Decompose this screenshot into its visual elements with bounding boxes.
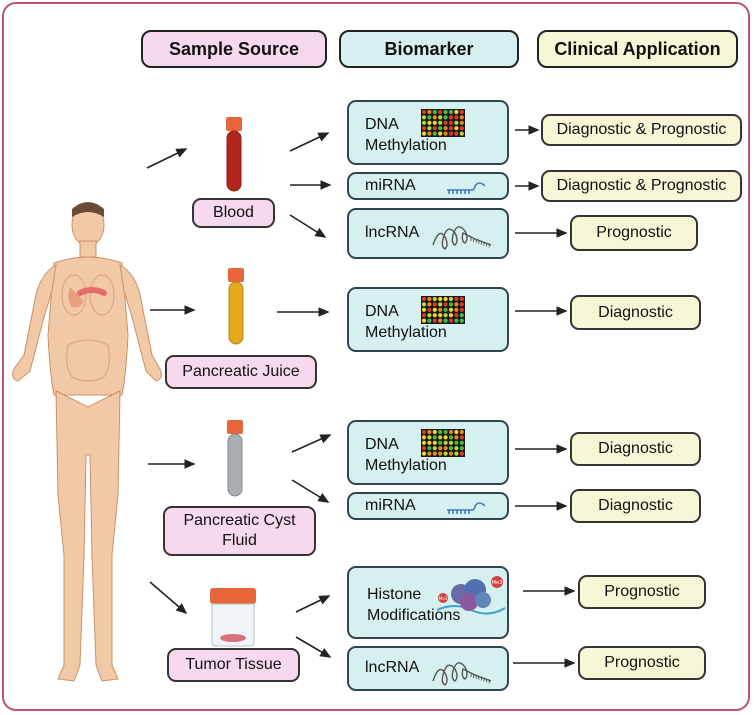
biomarker-label-line1: DNA bbox=[365, 303, 399, 320]
arrow-body-to-tissue bbox=[149, 581, 188, 615]
methylation-array-icon bbox=[421, 296, 465, 324]
lncrna-icon bbox=[432, 226, 492, 250]
biomarker-juice-dna-methylation: DNA Methylation bbox=[347, 287, 509, 352]
biomarker-label-line1: DNA bbox=[365, 436, 399, 453]
application-blood-dna: Diagnostic & Prognostic bbox=[541, 114, 742, 146]
arrow-blood-to-dna bbox=[289, 132, 330, 152]
application-blood-lncrna: Prognostic bbox=[570, 215, 698, 251]
arrow-blood-to-lncrna bbox=[289, 214, 327, 238]
mirna-icon bbox=[447, 502, 486, 514]
biomarker-label: lncRNA bbox=[365, 659, 420, 676]
biomarker-tissue-lncrna: lncRNA bbox=[347, 646, 509, 691]
arrow-cyst-to-dna bbox=[291, 434, 332, 453]
source-blood: Blood bbox=[192, 198, 275, 228]
source-pancreatic-juice: Pancreatic Juice bbox=[165, 355, 317, 389]
human-body-icon bbox=[12, 202, 162, 682]
arrow-tissue-to-histone bbox=[295, 595, 331, 613]
biomarker-blood-mirna: miRNA bbox=[347, 172, 509, 200]
lncrna-icon bbox=[432, 662, 492, 686]
application-tissue-lncrna: Prognostic bbox=[578, 646, 706, 680]
biomarker-label-line1: DNA bbox=[365, 116, 399, 133]
biomarker-label-line2: Methylation bbox=[365, 457, 447, 474]
arrow-tissue-to-lncrna bbox=[295, 636, 332, 658]
histone-badge-text: Me3 bbox=[492, 580, 503, 586]
histone-icon: Me3 Me3 bbox=[436, 576, 506, 615]
blood-tube-icon bbox=[226, 117, 242, 192]
biomarker-label: miRNA bbox=[365, 497, 416, 514]
arrow-body-to-blood bbox=[146, 148, 188, 169]
biomarker-tissue-histone-modifications: Histone Modifications Me3 Me3 bbox=[347, 566, 509, 639]
source-tumor-tissue: Tumor Tissue bbox=[167, 648, 300, 682]
biomarker-blood-dna-methylation: DNA Methylation bbox=[347, 100, 509, 165]
biomarker-label-line2: Methylation bbox=[365, 324, 447, 341]
pancreas-highlight bbox=[77, 287, 107, 296]
biomarker-label-line2: Modifications bbox=[367, 607, 461, 624]
header-biomarker: Biomarker bbox=[339, 30, 519, 68]
application-cyst-dna: Diagnostic bbox=[570, 432, 701, 466]
arrow-cyst-to-mirna bbox=[291, 479, 330, 503]
mirna-icon bbox=[447, 182, 486, 194]
application-juice-dna: Diagnostic bbox=[570, 295, 701, 330]
biomarker-label-line1: Histone bbox=[367, 586, 422, 603]
header-sample-source: Sample Source bbox=[141, 30, 327, 68]
biomarker-label: miRNA bbox=[365, 177, 416, 194]
biomarker-label: lncRNA bbox=[365, 224, 420, 241]
tissue-jar-icon bbox=[210, 588, 256, 647]
biomarker-label-line2: Methylation bbox=[365, 137, 447, 154]
application-tissue-histone: Prognostic bbox=[578, 575, 706, 609]
methylation-array-icon bbox=[421, 109, 465, 137]
source-pancreatic-cyst-fluid: Pancreatic Cyst Fluid bbox=[163, 506, 316, 556]
histone-badge-text: Me3 bbox=[439, 596, 448, 601]
methylation-array-icon bbox=[421, 429, 465, 457]
cyst-tube-icon bbox=[227, 420, 243, 497]
biomarker-cyst-dna-methylation: DNA Methylation bbox=[347, 420, 509, 485]
application-cyst-mirna: Diagnostic bbox=[570, 489, 701, 523]
biomarker-blood-lncrna: lncRNA bbox=[347, 208, 509, 259]
juice-tube-icon bbox=[228, 268, 244, 345]
header-clinical-application: Clinical Application bbox=[537, 30, 738, 68]
biomarker-cyst-mirna: miRNA bbox=[347, 492, 509, 520]
application-blood-mirna: Diagnostic & Prognostic bbox=[541, 170, 742, 202]
